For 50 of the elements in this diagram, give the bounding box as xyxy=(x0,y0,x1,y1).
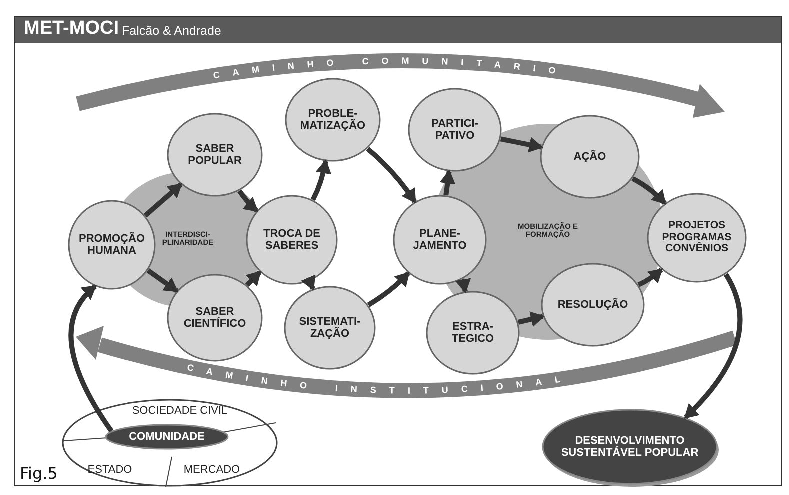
node-label: PROJETOS PROGRAMAS CONVÊNIOS xyxy=(661,220,733,256)
node-label: SABER CIENTÍFICO xyxy=(182,306,248,330)
figure-caption: Fig.5 xyxy=(20,464,58,483)
result-ellipse xyxy=(105,424,229,450)
process-ellipse xyxy=(167,274,263,362)
node-label: RESOLUÇÃO xyxy=(556,298,630,312)
node-label: PROBLE- MATIZAÇÃO xyxy=(299,108,367,132)
process-ellipse xyxy=(408,88,502,172)
node-label: TROCA DE SABERES xyxy=(262,228,322,252)
process-ellipse xyxy=(393,195,487,285)
arrow xyxy=(68,284,114,433)
process-ellipse xyxy=(426,291,520,375)
node-label: SOCIEDADE CIVIL xyxy=(132,404,228,418)
process-ellipse xyxy=(285,78,381,162)
diagram-title: MET-MOCI xyxy=(24,18,119,40)
process-ellipse xyxy=(541,263,645,347)
arrow xyxy=(684,273,743,420)
node-label: ESTRA- TEGICO xyxy=(450,320,496,346)
process-ellipse xyxy=(540,115,640,199)
node-label: PROMOÇÃO HUMANA xyxy=(78,232,146,258)
node-label: SABER POPULAR xyxy=(187,142,243,168)
arrow xyxy=(238,190,259,213)
node-label: DESENVOLVIMENTO SUSTENTÁVEL POPULAR xyxy=(560,434,700,460)
arrow xyxy=(638,268,664,288)
arrow xyxy=(144,182,183,218)
arrow xyxy=(301,274,316,291)
authors-label: Falcão & Andrade xyxy=(122,24,222,38)
node-label: SISTEMATI- ZAÇÃO xyxy=(298,316,362,340)
sector-ellipse xyxy=(62,399,278,487)
node-label: MERCADO xyxy=(184,464,240,476)
process-ellipse xyxy=(68,200,156,290)
arrow xyxy=(518,312,545,328)
arrow xyxy=(500,136,544,153)
arrow xyxy=(455,278,472,294)
result-ellipse xyxy=(542,409,718,485)
arrow xyxy=(440,170,456,196)
node-label: PLANE- JAMENTO xyxy=(412,228,468,252)
arrow xyxy=(632,176,667,206)
node-label: COMUNIDADE xyxy=(128,430,206,444)
arrow xyxy=(146,268,179,294)
arrow xyxy=(310,160,332,202)
process-ellipse xyxy=(246,195,338,285)
node-label: PARTICI- PATIVO xyxy=(430,118,480,142)
node-label: AÇÃO xyxy=(572,150,608,164)
arrow xyxy=(366,147,418,204)
arrow xyxy=(245,270,262,288)
process-ellipse xyxy=(647,193,747,283)
node-label: ESTADO xyxy=(88,464,132,476)
arrow xyxy=(367,272,410,308)
process-ellipse xyxy=(167,113,263,197)
